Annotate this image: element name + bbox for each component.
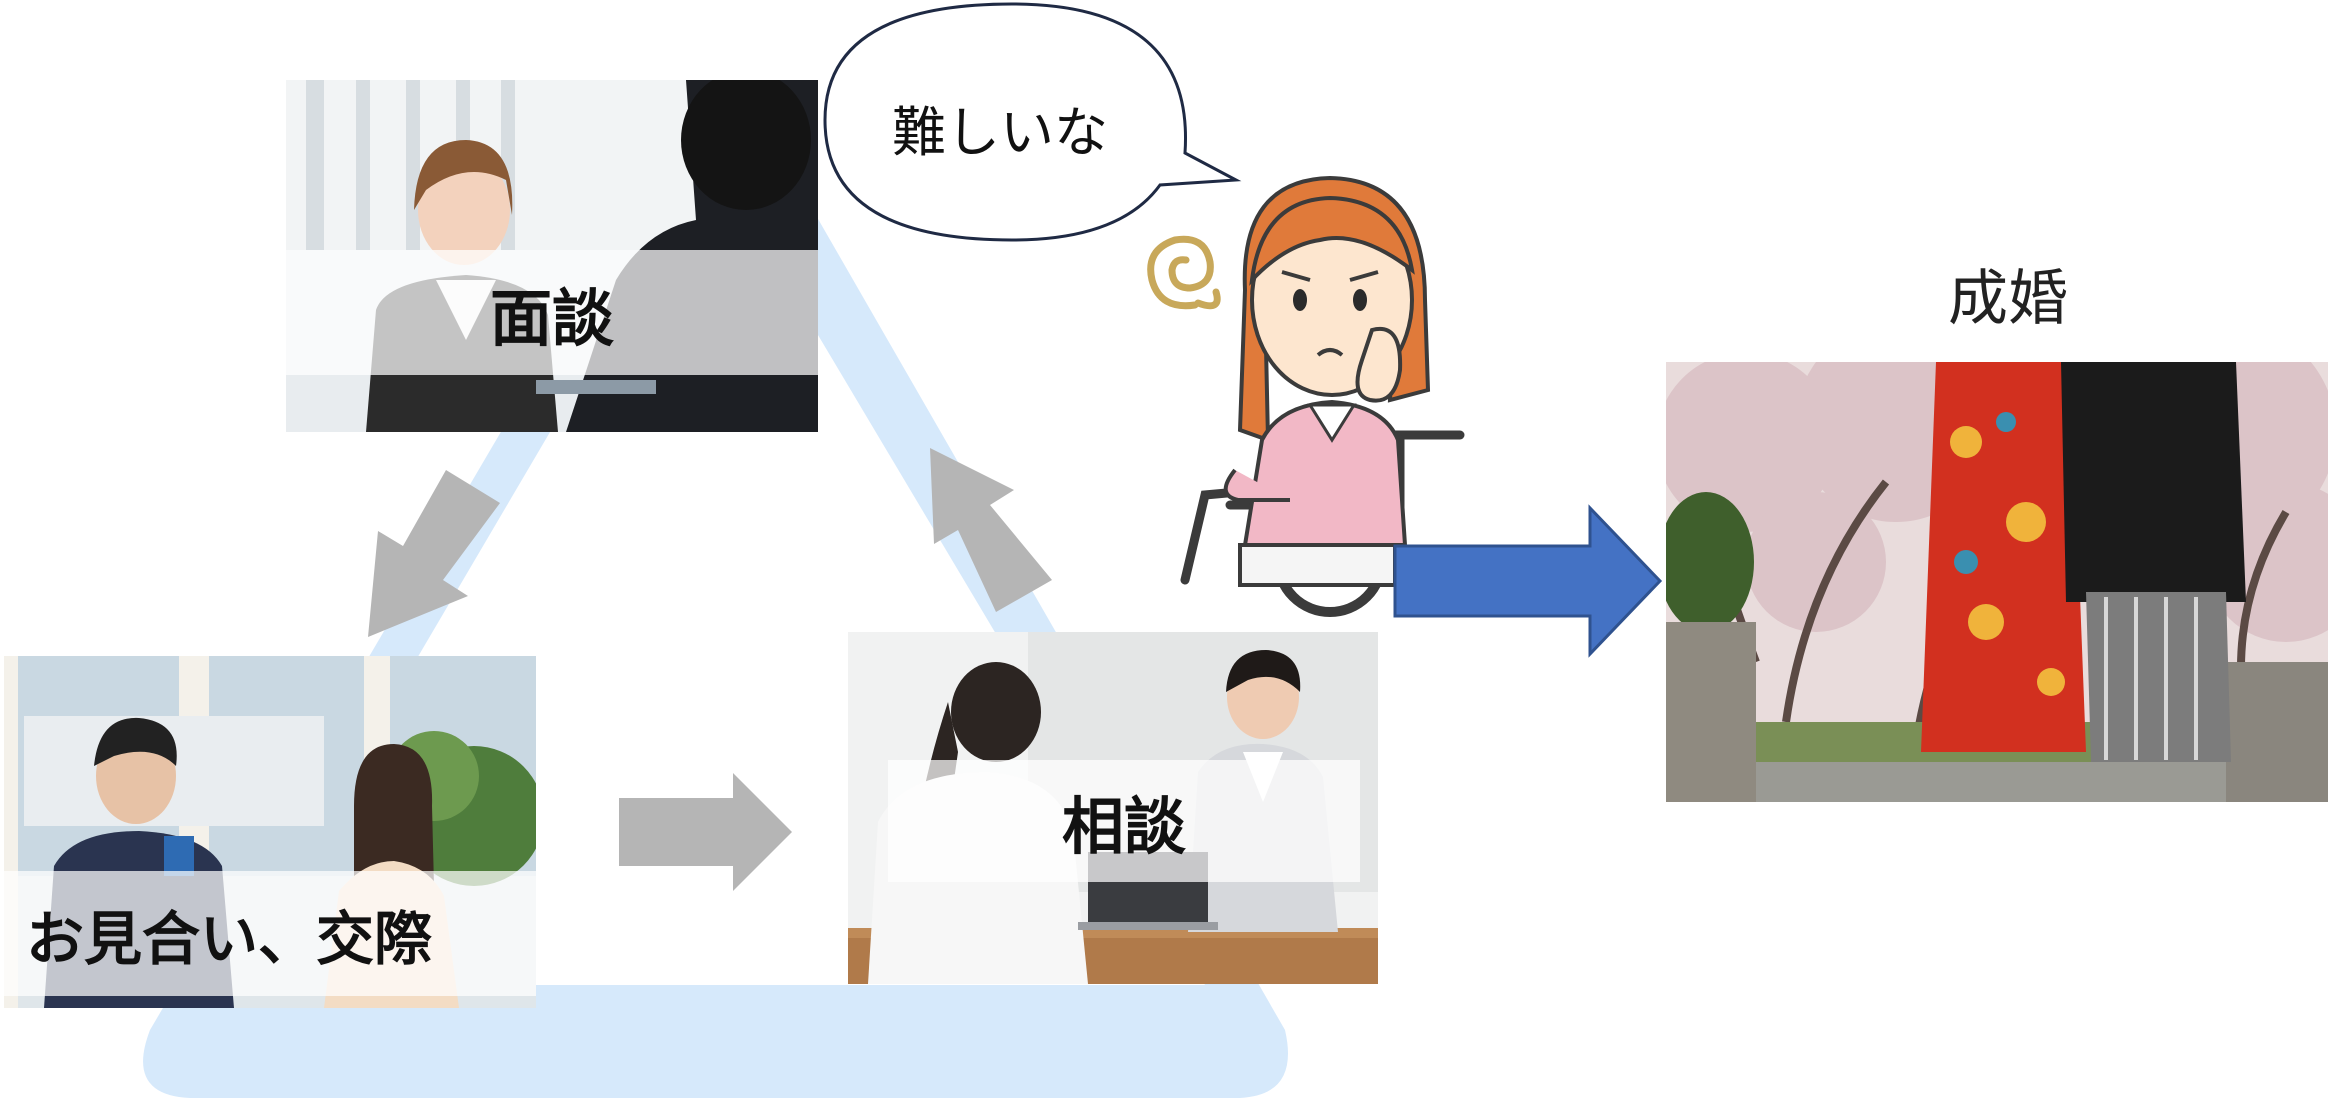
marriage-label: 成婚 xyxy=(1948,264,2068,334)
omiai-label-band: お見合い、交際 xyxy=(4,871,536,996)
marriage-arrow-shape xyxy=(1393,504,1663,658)
marriage-photo xyxy=(1666,362,2328,802)
omiai-label: お見合い、交際 xyxy=(26,904,433,973)
omiai-photo: お見合い、交際 xyxy=(4,656,536,1008)
speech-bubble-shape xyxy=(823,2,1242,242)
woman-bangs xyxy=(1249,195,1415,286)
confusion-swirl-icon xyxy=(1147,235,1221,310)
speech-bubble-text: 難しいな xyxy=(892,101,1108,164)
interview-photo: 面談 xyxy=(286,80,818,432)
woman-eyes xyxy=(1293,289,1367,311)
arrow-consultation-to-interview xyxy=(930,448,1052,612)
interview-label: 面談 xyxy=(489,281,614,355)
consultation-label-band: 相談 xyxy=(888,760,1360,882)
interview-label-band: 面談 xyxy=(286,250,818,375)
arrow-omiai-to-consultation xyxy=(619,773,792,891)
arrow-interview-to-omiai xyxy=(368,470,500,637)
consultation-label: 相談 xyxy=(1061,790,1186,863)
woman-body xyxy=(1242,399,1408,547)
woman-hand xyxy=(1355,326,1403,403)
consultation-photo: 相談 xyxy=(848,632,1378,984)
